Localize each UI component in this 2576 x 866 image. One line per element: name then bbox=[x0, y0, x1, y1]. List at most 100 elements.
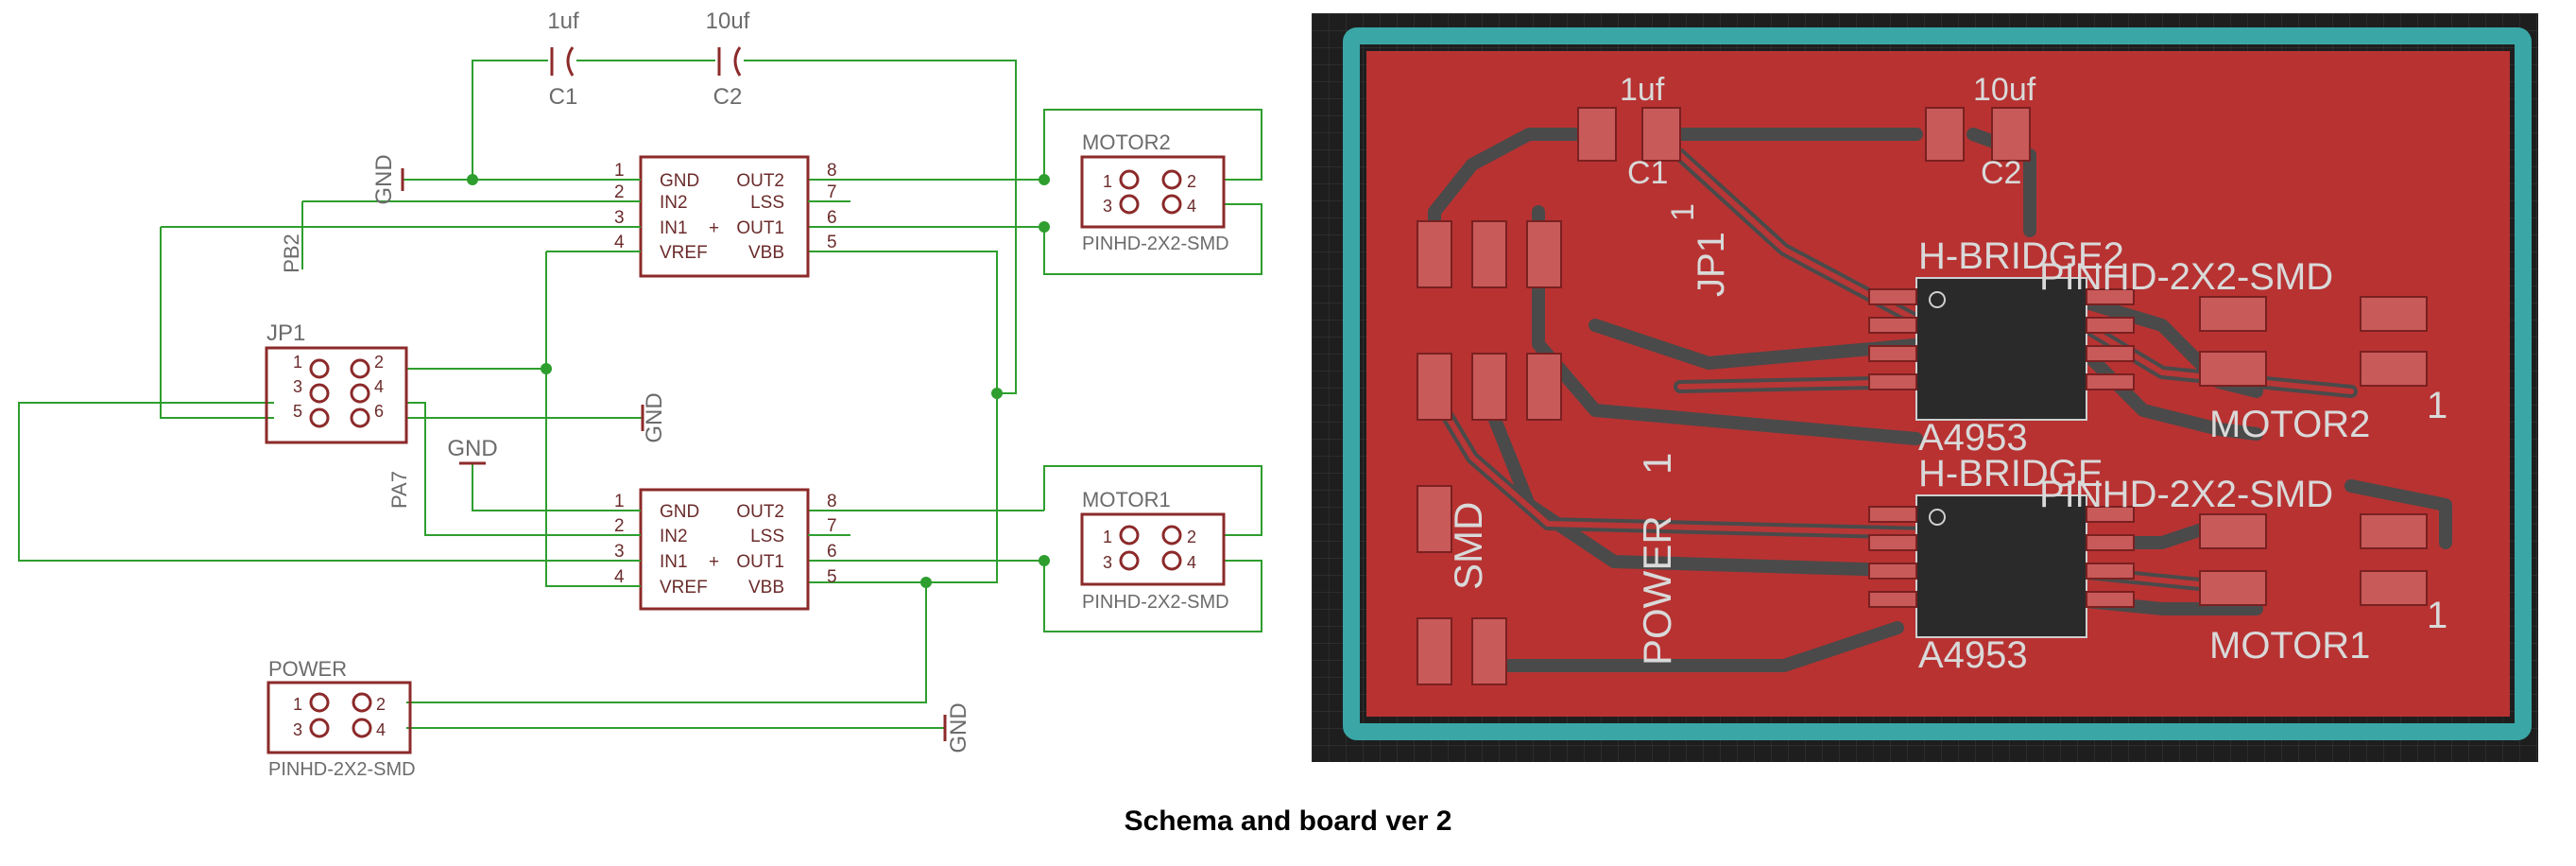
power-pin-1: 1 bbox=[293, 695, 302, 714]
pcb-power: POWER bbox=[1635, 515, 1679, 666]
pcb-c2-name: C2 bbox=[1981, 155, 2021, 191]
pcb-motor1-pkg: PINHD-2X2-SMD bbox=[2039, 474, 2333, 515]
c2-value: 10uf bbox=[706, 9, 750, 34]
hb2-pin-out2: OUT2 bbox=[736, 502, 784, 522]
capacitor-c2: 10uf C2 bbox=[706, 9, 750, 110]
schematic-diagram: 1uf C1 10uf C2 GND GND GND GND PB2 PA7 1… bbox=[18, 9, 1262, 780]
hb1-num-2: 2 bbox=[614, 182, 625, 202]
net-label-pb2: PB2 bbox=[280, 234, 303, 273]
power-pin-3: 3 bbox=[293, 720, 302, 739]
hb2-num-3: 3 bbox=[614, 542, 625, 562]
hb1-pin-vbb: VBB bbox=[748, 243, 784, 263]
hb1-pin-in1: IN1 bbox=[660, 218, 688, 238]
jp1-header: JP1 1 2 3 4 5 6 bbox=[265, 320, 408, 444]
c2-name: C2 bbox=[713, 84, 743, 110]
c1-value: 1uf bbox=[547, 9, 579, 34]
jp1-pin-5: 5 bbox=[293, 402, 302, 421]
pcb-motor1-name: MOTOR1 bbox=[2209, 625, 2370, 667]
hb1-num-3: 3 bbox=[614, 208, 625, 228]
pcb-c1-value: 1uf bbox=[1620, 72, 1665, 108]
hb1-pin-lss: LSS bbox=[750, 193, 784, 213]
schematic-junctions bbox=[467, 174, 1050, 588]
pcb-c2-value: 10uf bbox=[1973, 72, 2036, 108]
hb1-num-5: 5 bbox=[827, 233, 837, 252]
board-outline bbox=[1343, 27, 2532, 740]
hb1-pin-in2: IN2 bbox=[660, 193, 688, 213]
hbridge-top: 1 2 3 4 GND IN2 IN1 VREF + OUT2 LSS OUT1… bbox=[605, 155, 850, 278]
hb2-pin-vref: VREF bbox=[660, 578, 708, 598]
hb2-num-8: 8 bbox=[827, 492, 837, 511]
hb1-num-1: 1 bbox=[614, 161, 625, 181]
hb2-num-6: 6 bbox=[827, 542, 837, 562]
pcb-jp1-pin: 1 bbox=[1665, 203, 1701, 221]
hb2-num-2: 2 bbox=[614, 516, 625, 536]
motor2-pin-1: 1 bbox=[1103, 172, 1112, 191]
gnd-label-2: GND bbox=[642, 392, 667, 442]
gnd-symbol-jp1: GND bbox=[641, 392, 667, 443]
pcb-motor1-pin: 1 bbox=[2427, 595, 2447, 636]
power-package: PINHD-2X2-SMD bbox=[268, 759, 416, 780]
figure-caption: Schema and board ver 2 bbox=[1124, 805, 1452, 837]
motor1-package: PINHD-2X2-SMD bbox=[1082, 592, 1229, 613]
power-pin-4: 4 bbox=[376, 720, 386, 739]
gnd-label-1: GND bbox=[371, 154, 397, 204]
motor2-pin-3: 3 bbox=[1103, 197, 1112, 216]
pcb-power-pin: 1 bbox=[1635, 453, 1679, 475]
gnd-symbol-top: GND bbox=[371, 154, 404, 205]
motor1-pin-3: 3 bbox=[1103, 553, 1112, 572]
hb1-pin-vref: VREF bbox=[660, 243, 708, 263]
hb2-plus: + bbox=[709, 552, 719, 572]
jp1-name: JP1 bbox=[266, 320, 305, 346]
hb2-num-5: 5 bbox=[827, 567, 837, 587]
jp1-pin-1: 1 bbox=[293, 353, 302, 372]
hb1-num-4: 4 bbox=[614, 233, 625, 252]
hb1-num-7: 7 bbox=[827, 182, 837, 202]
hb1-pin-gnd: GND bbox=[660, 171, 699, 191]
power-pin-2: 2 bbox=[376, 695, 386, 714]
hbridge-bottom-body bbox=[1915, 494, 2087, 638]
hb2-num-4: 4 bbox=[614, 567, 625, 587]
motor1-pin-1: 1 bbox=[1103, 528, 1112, 546]
hb1-num-8: 8 bbox=[827, 161, 837, 181]
pcb-hbridge-top: H-BRIDGE2 bbox=[1918, 235, 2124, 277]
pcb-hbridge-top-part: A4953 bbox=[1918, 417, 2028, 459]
power-header: POWER 1 2 3 4 PINHD-2X2-SMD bbox=[266, 657, 416, 780]
hbridge-bottom: 1 2 3 4 GND IN2 IN1 VREF + OUT2 LSS OUT1… bbox=[605, 488, 850, 611]
pcb-board: 1uf C1 10uf C2 JP1 1 H-BRIDGE2 A4953 H-B… bbox=[1312, 13, 2538, 762]
pcb-smd: SMD bbox=[1446, 502, 1490, 590]
schematic-wires bbox=[18, 60, 1262, 729]
hb2-pin-gnd: GND bbox=[660, 502, 699, 522]
gnd-symbol-power: GND bbox=[943, 702, 971, 753]
motor2-pin-2: 2 bbox=[1187, 172, 1196, 191]
gnd-label-3: GND bbox=[447, 436, 497, 461]
hb2-num-7: 7 bbox=[827, 516, 837, 536]
hb2-pin-lss: LSS bbox=[750, 527, 784, 546]
c1-name: C1 bbox=[549, 84, 578, 110]
pcb-jp1: JP1 bbox=[1691, 232, 1732, 297]
gnd-symbol-mid: GND bbox=[447, 436, 498, 465]
hb2-pin-out1: OUT1 bbox=[736, 552, 784, 572]
jp1-pin-4: 4 bbox=[374, 377, 384, 396]
motor1-name: MOTOR1 bbox=[1082, 488, 1171, 511]
motor1-pin-2: 2 bbox=[1187, 528, 1196, 546]
hb2-num-1: 1 bbox=[614, 492, 625, 511]
motor2-package: PINHD-2X2-SMD bbox=[1082, 234, 1229, 254]
motor2-pin-4: 4 bbox=[1187, 197, 1196, 216]
hb2-pin-vbb: VBB bbox=[748, 578, 784, 598]
hb1-pin-out1: OUT1 bbox=[736, 218, 784, 238]
motor2-header: MOTOR2 1 2 3 4 PINHD-2X2-SMD bbox=[1080, 130, 1229, 254]
pcb-motor2-pin: 1 bbox=[2427, 385, 2447, 426]
hb1-num-6: 6 bbox=[827, 208, 837, 228]
net-label-pa7: PA7 bbox=[387, 471, 411, 509]
motor2-name: MOTOR2 bbox=[1082, 130, 1171, 154]
power-name: POWER bbox=[268, 657, 347, 681]
hb1-plus: + bbox=[709, 218, 719, 238]
hb1-pin-out2: OUT2 bbox=[736, 171, 784, 191]
pcb-hbridge-bottom: H-BRIDGE bbox=[1918, 453, 2104, 494]
pcb-silkscreen: 1uf C1 10uf C2 JP1 1 H-BRIDGE2 A4953 H-B… bbox=[1446, 72, 2447, 676]
hb2-pin-in1: IN1 bbox=[660, 552, 688, 572]
jp1-pin-2: 2 bbox=[374, 353, 384, 372]
pcb-motor2-pkg: PINHD-2X2-SMD bbox=[2039, 256, 2333, 298]
jp1-pin-3: 3 bbox=[293, 377, 302, 396]
pcb-motor2-name: MOTOR2 bbox=[2209, 404, 2370, 445]
